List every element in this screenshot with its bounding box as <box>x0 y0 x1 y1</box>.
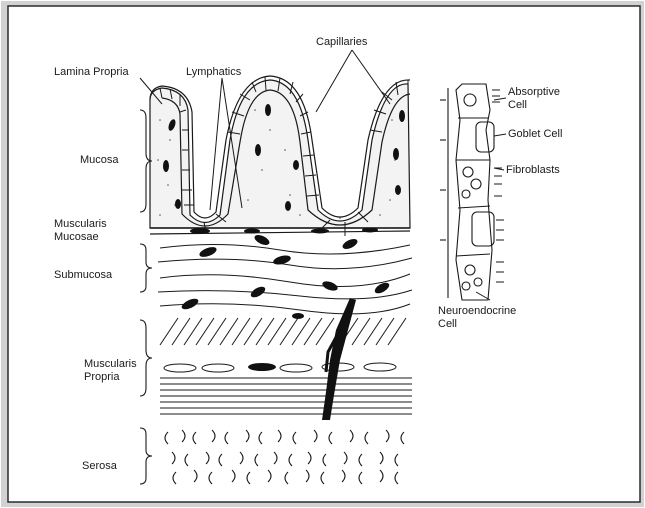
label-capillaries: Capillaries <box>316 36 367 49</box>
label-serosa: Serosa <box>82 460 117 473</box>
label-muscularis-mucosae-line1: Muscularis <box>54 218 107 231</box>
label-neuroendocrine-cell-line2: Cell <box>438 318 457 331</box>
label-mucosa: Mucosa <box>80 154 119 167</box>
label-muscularis-propria-line2: Propria <box>84 371 119 384</box>
label-submucosa: Submucosa <box>54 269 112 282</box>
label-muscularis-mucosae-line2: Mucosae <box>54 231 99 244</box>
label-absorptive-cell-line2: Cell <box>508 99 527 112</box>
label-absorptive-cell-line1: Absorptive <box>508 86 560 99</box>
label-fibroblasts: Fibroblasts <box>506 164 560 177</box>
label-goblet-cell: Goblet Cell <box>508 128 562 141</box>
label-muscularis-propria-line1: Muscularis <box>84 358 137 371</box>
label-lymphatics: Lymphatics <box>186 66 241 79</box>
muscularis-propria-dark-cell <box>248 363 276 371</box>
label-lamina-propria: Lamina Propria <box>54 66 129 79</box>
label-neuroendocrine-cell-line1: Neuroendocrine <box>438 305 516 318</box>
